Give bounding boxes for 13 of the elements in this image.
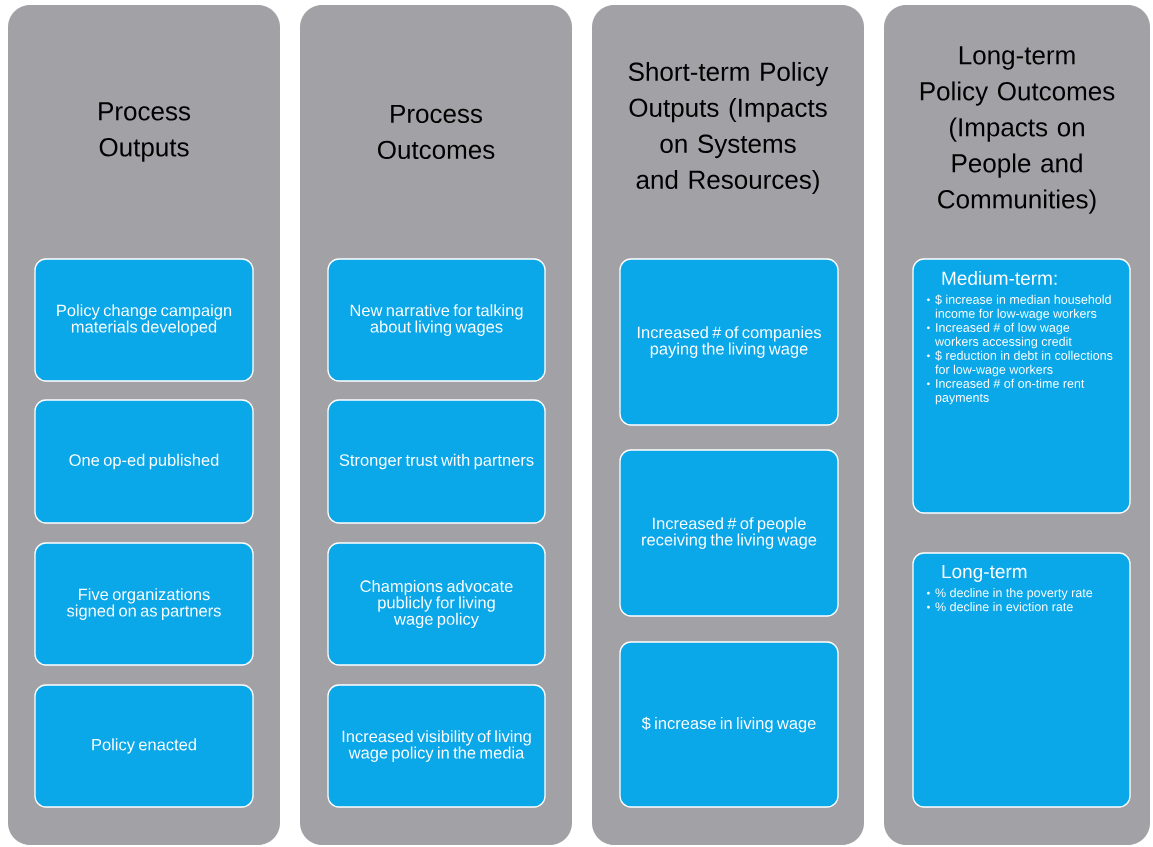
outcome-box: New narrative for talking about living wages bbox=[327, 258, 546, 382]
outcome-box: Policy change campaign materials developed bbox=[34, 258, 254, 382]
outcome-box: Medium-term: $ increase in median household income for low-wage workers Increased # of low wage workers accessing credit $ reduction in debt in collections for low-wage workers Increased # of on-time rent payments bbox=[912, 258, 1131, 514]
outcome-box: Increased # of people receiving the living wage bbox=[619, 449, 839, 617]
outcome-box: Policy enacted bbox=[34, 684, 254, 808]
outcome-box: Long-term % decline in the poverty rate % decline in eviction rate bbox=[912, 552, 1131, 808]
outcome-box: Increased visibility of living wage policy in the media bbox=[327, 684, 546, 808]
outcome-box: $ increase in living wage bbox=[619, 641, 839, 808]
outcome-box: Champions advocate publicly for living wage policy bbox=[327, 542, 546, 666]
outcome-box: Five organizations signed on as partners bbox=[34, 542, 254, 666]
outcome-box: Increased # of companies paying the living wage bbox=[619, 258, 839, 426]
outcome-box: Stronger trust with partners bbox=[327, 399, 546, 524]
outcome-box: One op-ed published bbox=[34, 399, 254, 524]
